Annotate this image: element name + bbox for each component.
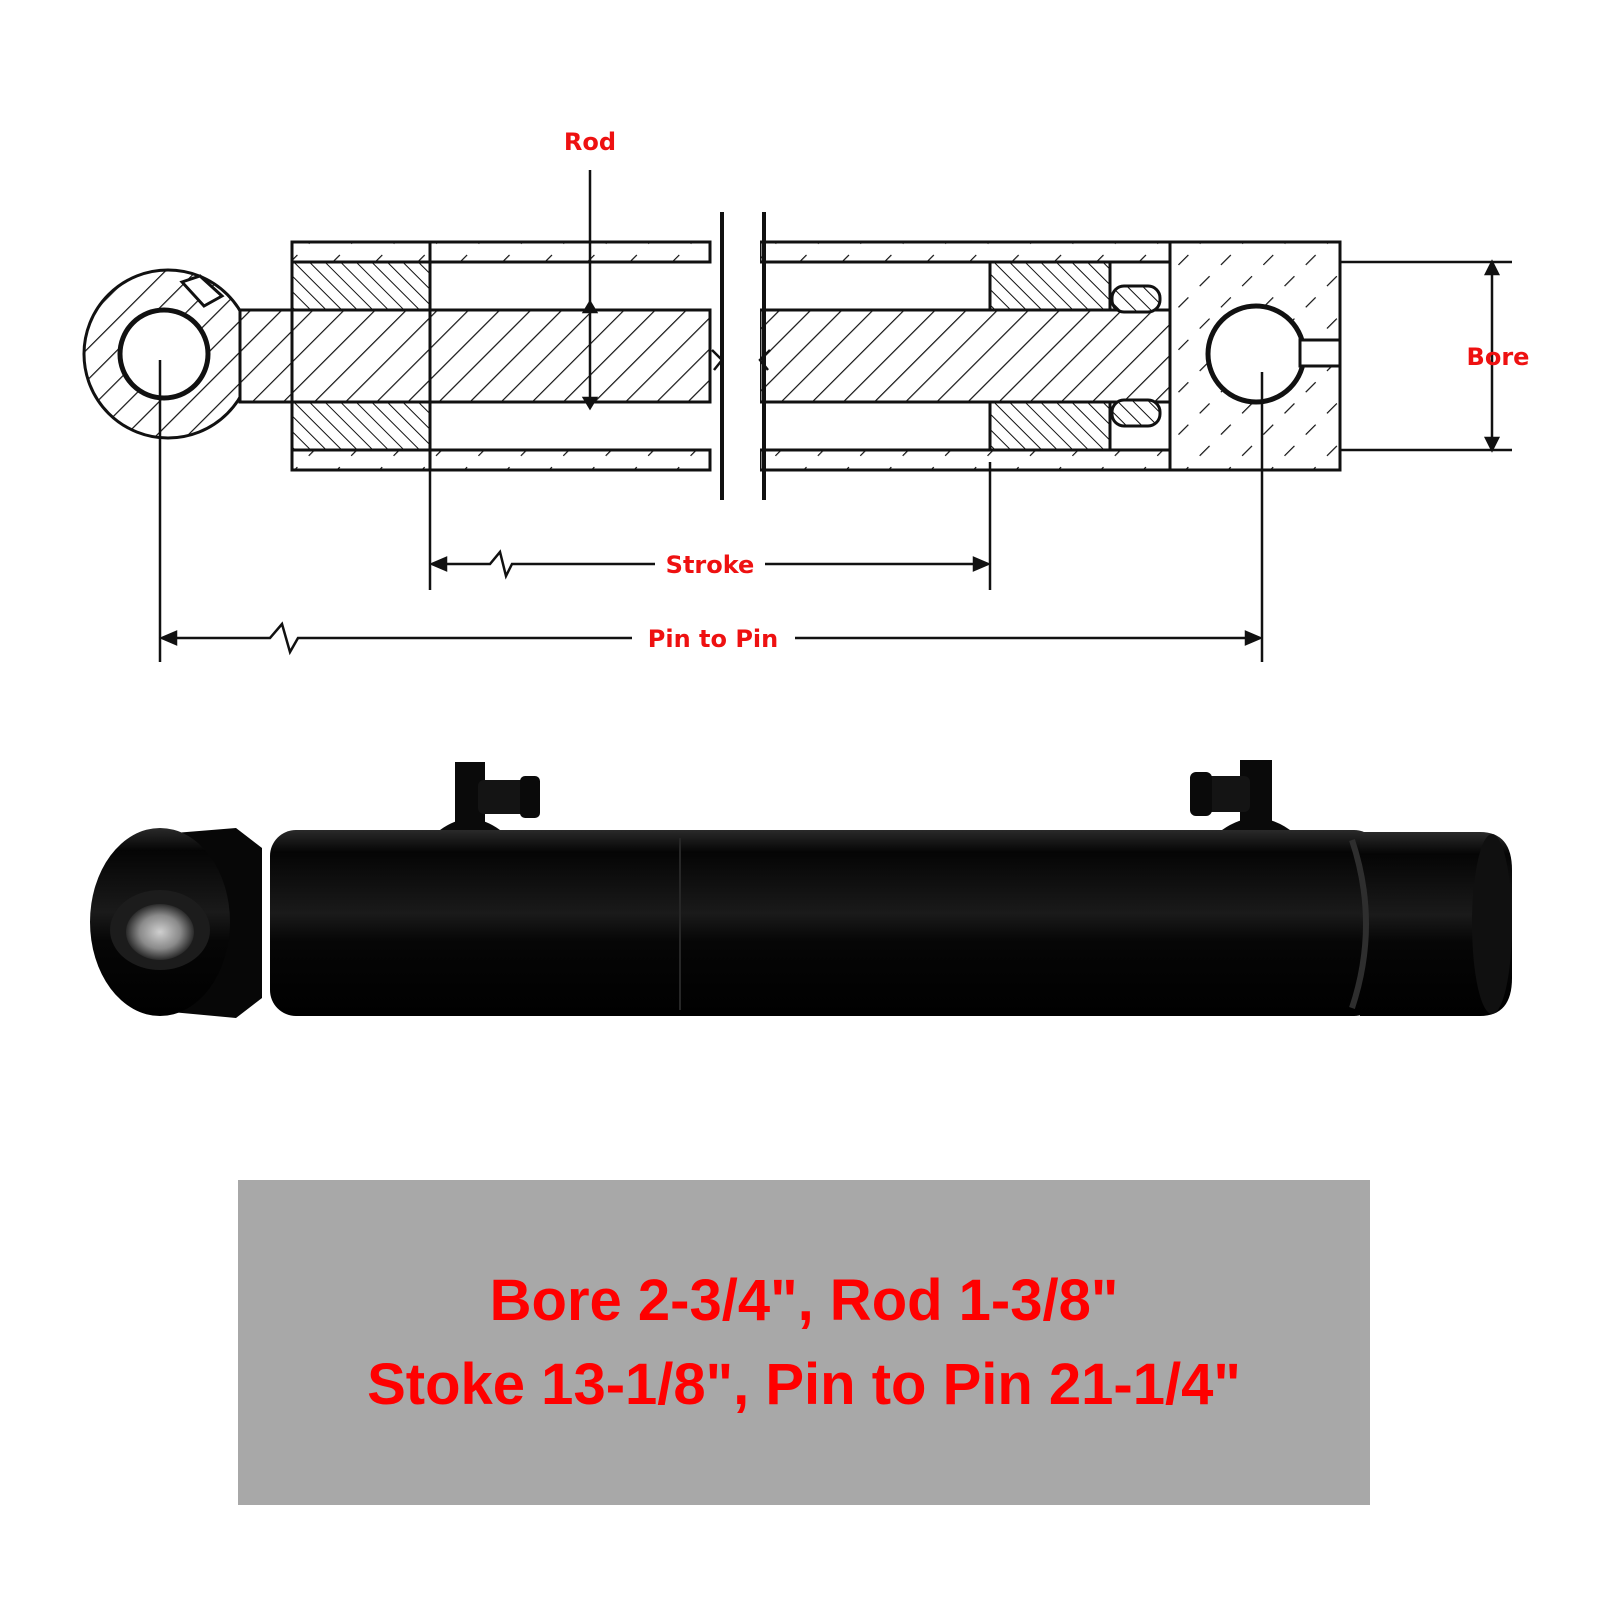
base-pin-bore xyxy=(1205,303,1307,405)
spec-panel: Bore 2-3/4", Rod 1-3/8" Stoke 13-1/8", P… xyxy=(238,1180,1370,1505)
rod-end-clevis xyxy=(90,828,262,1018)
cylinder-barrel xyxy=(270,830,1380,1016)
hydraulic-port-left xyxy=(440,762,540,830)
piston-rod-right xyxy=(758,308,1172,404)
bushing xyxy=(126,904,194,960)
bore-label: Bore xyxy=(1467,343,1530,371)
piston-top xyxy=(988,260,1112,312)
gland-top xyxy=(290,260,432,312)
cylinder-cross-section-diagram: Rod Bore Stroke Pin to Pin xyxy=(82,128,1530,662)
gland-bottom xyxy=(290,400,432,452)
piston-rod-left xyxy=(238,308,712,404)
rod-eye-bore xyxy=(117,307,211,401)
base-end xyxy=(1360,832,1512,1016)
hydraulic-cylinder-photo xyxy=(90,760,1512,1018)
pin-to-pin-label: Pin to Pin xyxy=(648,625,778,653)
piston-bottom xyxy=(988,400,1112,452)
spec-line-bore-rod: Bore 2-3/4", Rod 1-3/8" xyxy=(489,1267,1119,1333)
spec-line-stroke-pin: Stoke 13-1/8", Pin to Pin 21-1/4" xyxy=(367,1351,1241,1417)
rod-label: Rod xyxy=(564,128,616,156)
hydraulic-port-right xyxy=(1190,760,1290,830)
stroke-label: Stroke xyxy=(666,551,755,579)
